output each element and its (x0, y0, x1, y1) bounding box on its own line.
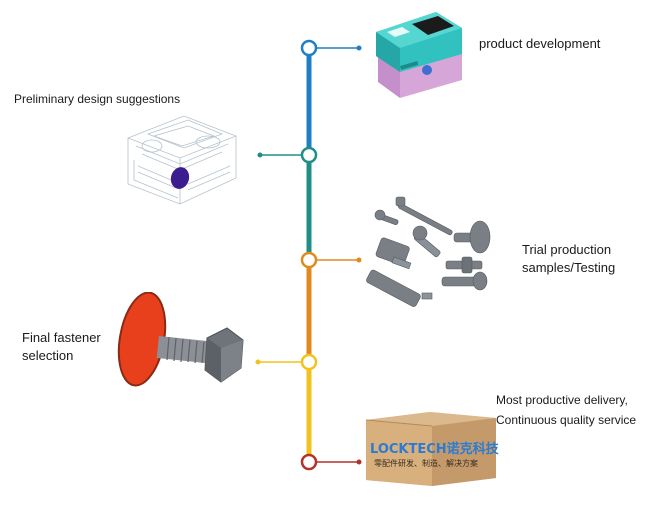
node-trial-production (300, 251, 318, 269)
connector-fastener-selection (255, 359, 301, 365)
box-brand: LOCKTECH诺克科技 (370, 442, 499, 457)
label-fastener-selection: Final fastener selection (22, 330, 101, 363)
bolt-icon (117, 292, 244, 387)
label-trial-production: Trial production samples/Testing (522, 242, 616, 275)
connector-preliminary-design (257, 152, 301, 158)
node-product-development (300, 39, 318, 57)
fastener-samples-icon (366, 196, 491, 307)
design-wireframe-icon (127, 115, 237, 205)
node-preliminary-design (300, 146, 318, 164)
label-delivery: Most productive delivery, Continuous qua… (496, 393, 637, 427)
shipping-box-icon: LOCKTECH诺克科技 零配件研发、制造、解决方案 (362, 404, 500, 488)
pulse-oximeter-icon (376, 12, 462, 98)
label-preliminary-design: Preliminary design suggestions (14, 92, 181, 106)
box-tagline: 零配件研发、制造、解决方案 (374, 459, 478, 468)
node-delivery (300, 453, 318, 471)
connector-trial-production (317, 257, 362, 263)
connector-product-development (317, 45, 362, 51)
node-fastener-selection (300, 353, 318, 371)
label-product-development: product development (479, 36, 601, 51)
connector-delivery (317, 459, 362, 465)
